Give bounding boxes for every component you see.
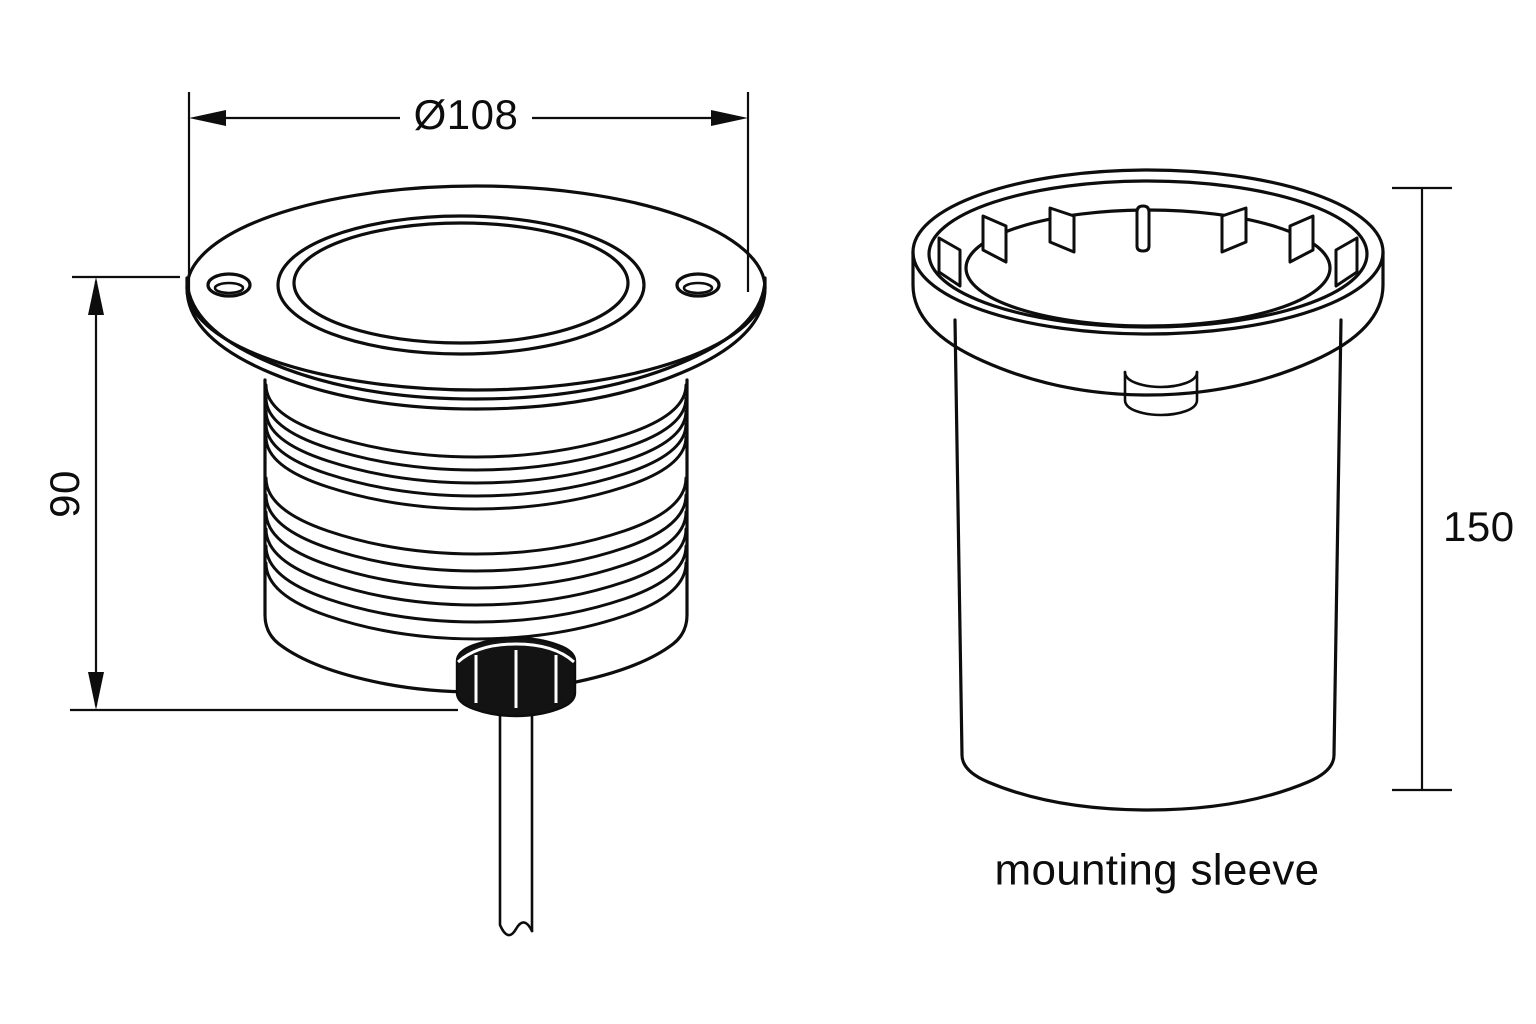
luminaire-lower-fin-band bbox=[264, 476, 688, 641]
height-arrow-top-icon bbox=[88, 277, 104, 315]
diameter-dimension-label: Ø108 bbox=[414, 91, 519, 138]
diameter-arrow-right-icon bbox=[711, 110, 748, 126]
cable-gland bbox=[455, 636, 577, 718]
mounting-sleeve-view bbox=[911, 168, 1385, 812]
lens-outer-ring bbox=[276, 214, 646, 356]
height-dimension-label: 90 bbox=[41, 470, 88, 518]
diameter-dimension-group: Ø108 bbox=[187, 91, 750, 292]
flange-screw-hole-right bbox=[675, 272, 721, 298]
sleeve-tab-right-1 bbox=[1220, 206, 1248, 254]
sleeve-tab-left-2 bbox=[981, 214, 1008, 264]
sleeve-barrel bbox=[953, 318, 1343, 812]
mounting-sleeve-caption: mounting sleeve bbox=[995, 846, 1320, 895]
gland-top-highlight bbox=[456, 642, 576, 664]
sleeve-rim-outer-wall bbox=[911, 250, 1385, 397]
sleeve-cable-entry-knob-top bbox=[1123, 370, 1199, 389]
sleeve-tab-right-3 bbox=[1334, 236, 1359, 288]
luminaire-cable bbox=[498, 708, 534, 937]
luminaire-view bbox=[185, 184, 767, 937]
height-arrow-bottom-icon bbox=[88, 672, 104, 710]
sleeve-height-dimension-label: 150 bbox=[1443, 503, 1515, 550]
flange-screw-hole-left bbox=[206, 272, 252, 298]
sleeve-tab-right-2 bbox=[1288, 214, 1315, 264]
sleeve-tab-left-3 bbox=[937, 236, 962, 288]
cable-left-edge-with-break bbox=[498, 708, 534, 937]
sleeve-rim-outer-top bbox=[911, 168, 1385, 336]
sleeve-tab-left-1 bbox=[1048, 206, 1076, 254]
sleeve-cable-entry-knob bbox=[1123, 370, 1199, 417]
flange-top-face bbox=[185, 184, 767, 392]
luminaire-upper-fin-band bbox=[264, 383, 688, 511]
sleeve-tab-center bbox=[1135, 204, 1151, 253]
sleeve-retaining-tabs bbox=[937, 204, 1359, 288]
height-dimension-group: 90 bbox=[41, 275, 458, 712]
lens-glass-face bbox=[292, 221, 630, 345]
sleeve-height-dimension-group: 150 bbox=[1392, 186, 1515, 792]
diameter-arrow-left-icon bbox=[189, 110, 226, 126]
